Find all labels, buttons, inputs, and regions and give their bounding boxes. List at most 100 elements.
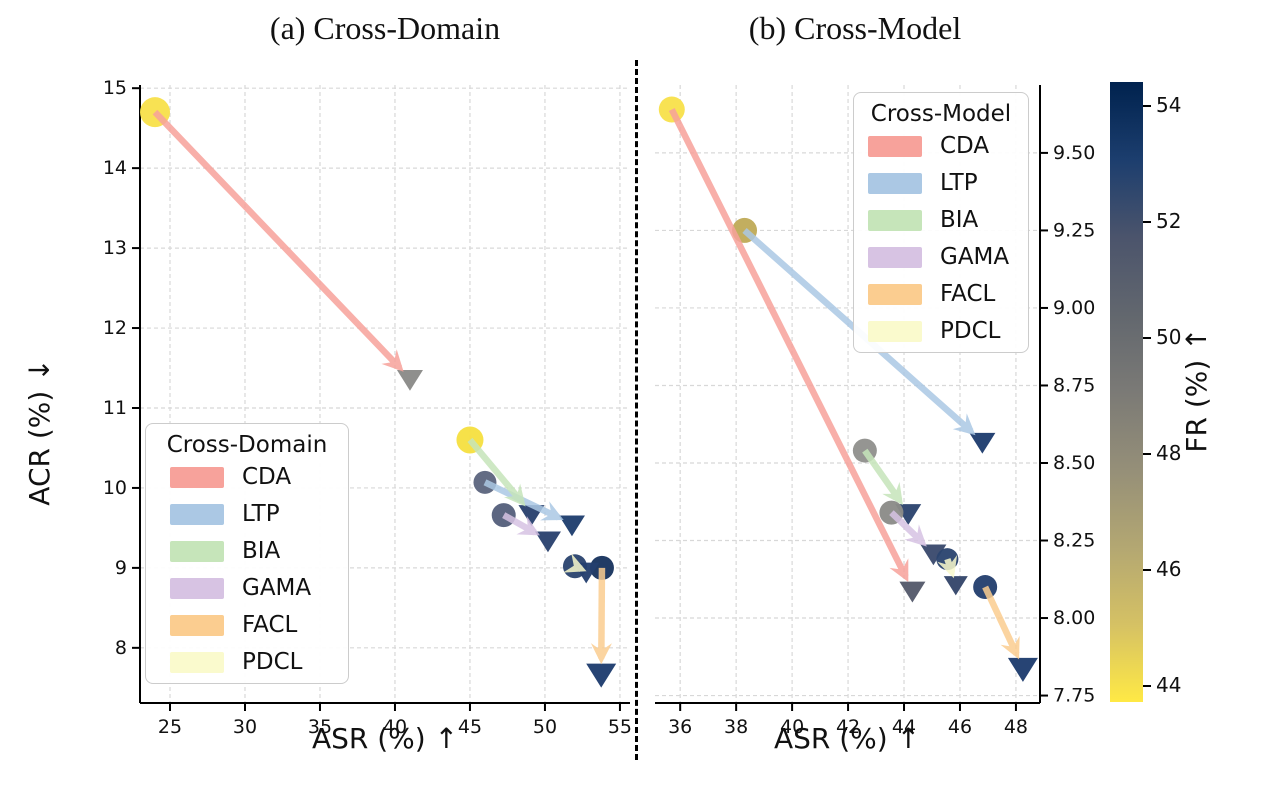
y-tick-label: 11 — [103, 397, 127, 419]
x-tick-label: 50 — [533, 716, 557, 738]
legend-label-cda: CDA — [242, 464, 292, 490]
legend-swatch-gama — [170, 577, 224, 599]
legend-swatch-facl — [170, 614, 224, 636]
y-tick-label: 8.00 — [1053, 607, 1095, 629]
end-marker-ltp — [969, 432, 996, 454]
x-tick-label: 25 — [158, 716, 182, 738]
panel-b-xlabel: ASR (%) ↑ — [773, 722, 921, 755]
y-tick-label: 8.25 — [1053, 530, 1095, 552]
x-tick-label: 38 — [724, 716, 748, 738]
x-tick-label: 30 — [233, 716, 257, 738]
legend-item-bia: BIA — [170, 538, 348, 564]
legend-label-bia: BIA — [242, 538, 281, 564]
legend-item-pdcl: PDCL — [170, 651, 348, 674]
legend-label-gama: GAMA — [242, 575, 312, 601]
arrow-bia — [862, 448, 903, 506]
arrow-facl — [590, 567, 612, 665]
x-tick-label: 45 — [458, 716, 482, 738]
legend-item-gama: GAMA — [170, 575, 348, 601]
y-tick-label: 8 — [115, 637, 127, 659]
legend-item-bia: BIA — [868, 207, 1028, 233]
x-tick-label: 40 — [780, 716, 804, 738]
legend-swatch-cda — [170, 466, 224, 488]
x-tick-label: 36 — [668, 716, 692, 738]
end-marker-facl — [1007, 657, 1038, 682]
legend-item-ltp: LTP — [868, 170, 1028, 196]
legend-label-ltp: LTP — [242, 501, 280, 527]
legend-label-facl: FACL — [940, 281, 996, 307]
panel-a-xlabel: ASR (%) ↑ — [311, 722, 459, 755]
x-tick-label: 42 — [836, 716, 860, 738]
legend-item-facl: FACL — [170, 612, 348, 638]
legend-label-facl: FACL — [242, 612, 298, 638]
y-tick-label: 9.50 — [1053, 142, 1095, 164]
colorbar-tick-label: 52 — [1156, 209, 1182, 234]
cross-model-legend-items: CDA LTP BIA GAMA FACL PDCL — [854, 133, 1028, 344]
colorbar-tick-label: 48 — [1156, 440, 1182, 465]
fr-colorbar — [1110, 82, 1143, 702]
y-tick-label: 7.75 — [1053, 685, 1095, 707]
end-marker-pdcl — [943, 576, 968, 596]
x-tick-label: 35 — [308, 716, 332, 738]
legend-item-ltp: LTP — [170, 501, 348, 527]
legend-label-bia: BIA — [940, 207, 979, 233]
arrow-cda — [152, 109, 404, 372]
end-marker-cda — [396, 369, 423, 391]
legend-item-pdcl: PDCL — [868, 318, 1028, 344]
panel-b-title: (b) Cross-Model — [748, 10, 962, 46]
legend-item-cda: CDA — [170, 464, 348, 490]
cross-model-legend-title: Cross-Model — [870, 101, 1012, 127]
colorbar-tick — [1143, 684, 1151, 687]
y-tick-label: 10 — [103, 477, 127, 499]
end-marker-gama — [920, 544, 947, 566]
legend-label-ltp: LTP — [940, 170, 978, 196]
legend-label-gama: GAMA — [940, 244, 1010, 270]
legend-item-cda: CDA — [868, 133, 1028, 159]
legend-label-cda: CDA — [940, 133, 990, 159]
arrow-cda — [668, 108, 909, 582]
y-tick-label: 8.50 — [1053, 452, 1095, 474]
arrow-gama — [889, 510, 927, 547]
y-tick-label: 14 — [103, 157, 127, 179]
legend-swatch-bia — [170, 540, 224, 562]
legend-label-pdcl: PDCL — [940, 318, 1001, 344]
legend-swatch-ltp — [868, 172, 922, 194]
legend-swatch-pdcl — [868, 320, 922, 342]
end-marker-cda — [899, 581, 926, 603]
y-tick-label: 13 — [103, 237, 127, 259]
cross-model-legend: Cross-Model CDA LTP BIA GAMA FACL PDCL — [853, 92, 1029, 353]
legend-swatch-pdcl — [170, 651, 224, 673]
y-tick-label: 9 — [115, 557, 127, 579]
colorbar-tick-label: 44 — [1156, 672, 1182, 697]
arrow-pdcl — [937, 554, 958, 579]
colorbar-tick-label: 50 — [1156, 324, 1182, 349]
end-marker-facl — [586, 663, 617, 688]
legend-swatch-cda — [868, 135, 922, 157]
colorbar-tick — [1143, 452, 1151, 455]
legend-swatch-ltp — [170, 503, 224, 525]
arrow-bia — [467, 437, 526, 507]
legend-swatch-facl — [868, 283, 922, 305]
panel-divider-line — [635, 60, 638, 760]
x-tick-label: 44 — [892, 716, 916, 738]
panel-a-ylabel: ACR (%) ↓ — [23, 358, 56, 506]
arrow-gama — [502, 512, 540, 536]
cross-domain-legend-items: CDA LTP BIA GAMA FACL PDCL — [146, 464, 348, 674]
panel-a-title: (a) Cross-Domain — [269, 10, 501, 46]
y-tick-label: 12 — [103, 317, 127, 339]
x-tick-label: 55 — [608, 716, 632, 738]
colorbar-tick — [1143, 221, 1151, 224]
y-tick-label: 9.25 — [1053, 219, 1095, 241]
colorbar-tick-label: 54 — [1156, 93, 1182, 118]
legend-item-gama: GAMA — [868, 244, 1028, 270]
y-tick-label: 9.00 — [1053, 297, 1095, 319]
colorbar-tick-label: 46 — [1156, 556, 1182, 581]
arrow-pdcl — [563, 553, 587, 573]
cross-domain-legend-title: Cross-Domain — [166, 432, 328, 458]
end-marker-ltp — [558, 515, 585, 537]
end-marker-gama — [534, 531, 561, 553]
y-tick-label: 8.75 — [1053, 374, 1095, 396]
legend-swatch-bia — [868, 209, 922, 231]
arrow-facl — [982, 585, 1020, 660]
